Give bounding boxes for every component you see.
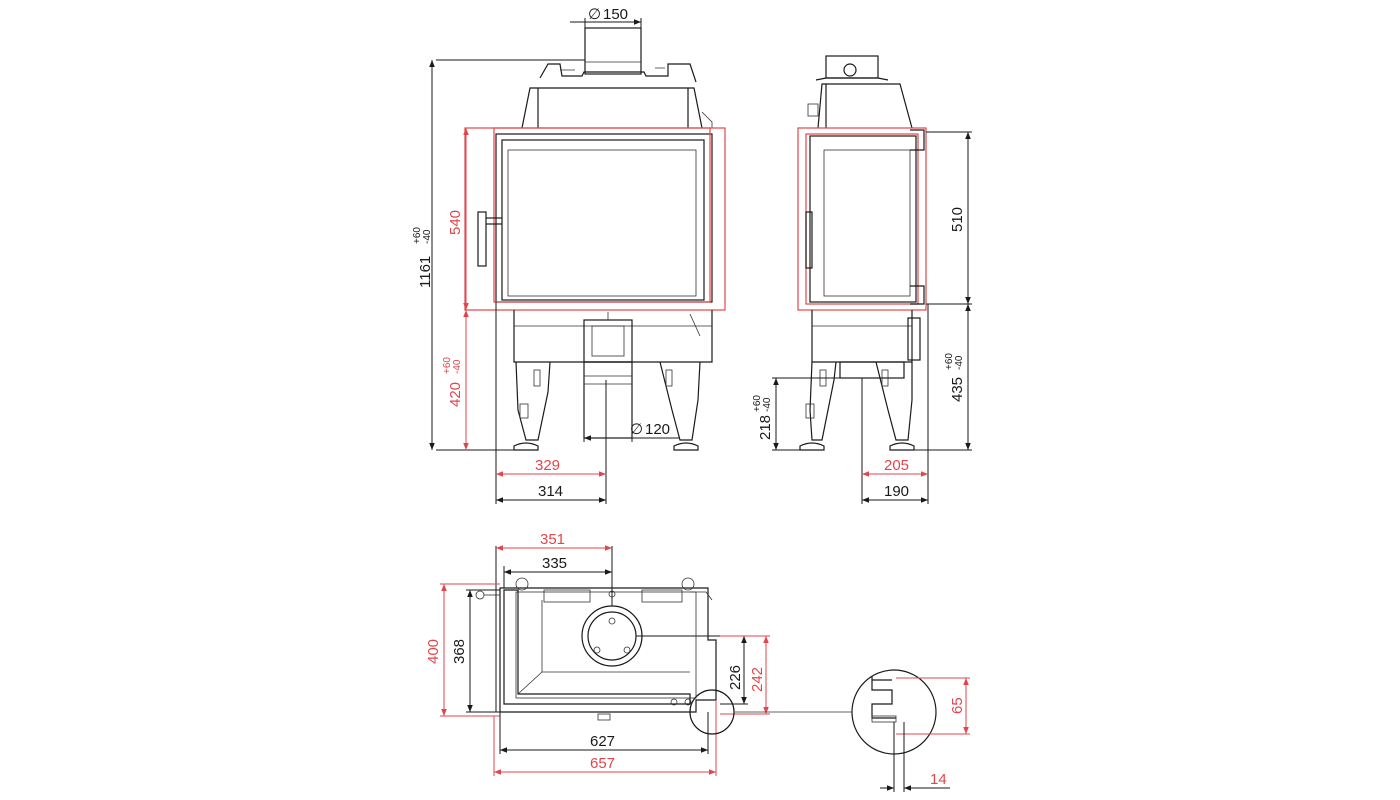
dim-base-height: 420 [447, 382, 464, 407]
dim-inlet-height-tol-plus: +60 [752, 395, 763, 412]
dim-front-offset-red: 329 [535, 457, 560, 474]
dim-inlet-diameter-symbol: ∅ [630, 421, 643, 438]
side-dimensions: 510 435 +60 -40 218 +60 -40 205 190 [752, 131, 972, 504]
dim-total-height: 1161 [417, 256, 434, 288]
dim-side-base-height: 435 [949, 377, 966, 402]
front-view [464, 27, 726, 451]
top-view [475, 577, 717, 721]
dim-base-height-tol-plus: +60 [442, 357, 453, 374]
dim-top-width-red: 657 [590, 755, 615, 772]
front-dimensions: ∅ 150 1161 +60 -40 540 420 +60 -40 ∅ 120… [412, 6, 680, 504]
dim-frame-height: 540 [447, 210, 464, 235]
dim-flue-diameter-symbol: ∅ [588, 6, 601, 23]
dim-top-width-black: 627 [590, 733, 615, 750]
dim-top-flue-offset-black: 335 [542, 555, 567, 572]
dim-front-offset-black: 314 [538, 483, 563, 500]
dim-top-flue-depth-black: 226 [727, 665, 744, 690]
dim-total-height-tol-plus: +60 [412, 227, 423, 244]
dim-total-height-tol-minus: -40 [422, 229, 433, 244]
dim-inlet-diameter: 120 [645, 421, 670, 438]
dim-detail-height: 65 [949, 697, 966, 714]
side-view [797, 55, 927, 451]
dim-base-height-tol-minus: -40 [452, 359, 463, 374]
dim-inlet-height: 218 [757, 415, 774, 440]
dim-top-flue-offset-red: 351 [540, 531, 565, 548]
dim-side-depth-red: 205 [884, 457, 909, 474]
dim-top-depth-black: 368 [451, 639, 468, 664]
dim-top-depth-red: 400 [425, 639, 442, 664]
detail-view: 65 14 [851, 669, 970, 792]
dim-detail-width: 14 [930, 771, 947, 788]
dim-side-depth-black: 190 [884, 483, 909, 500]
dim-flue-diameter: 150 [603, 6, 628, 23]
top-dimensions: 351 335 400 368 226 242 627 657 [425, 531, 852, 776]
dim-inlet-height-tol-minus: -40 [762, 397, 773, 412]
dim-side-frame-height: 510 [949, 207, 966, 232]
dim-side-base-height-tol-minus: -40 [954, 355, 965, 370]
dim-top-flue-depth-red: 242 [749, 667, 766, 692]
dim-side-base-height-tol-plus: +60 [944, 353, 955, 370]
